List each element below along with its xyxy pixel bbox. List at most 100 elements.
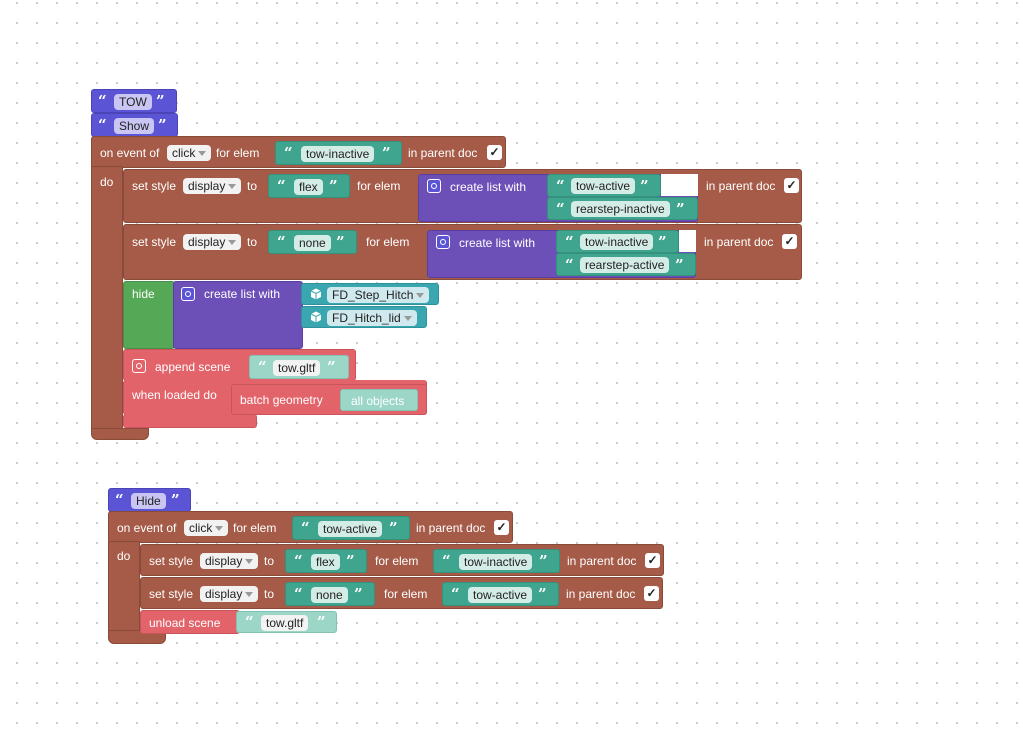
unload-scene-block[interactable] — [140, 610, 240, 634]
gear-icon[interactable] — [436, 235, 450, 249]
string-field[interactable]: tow-inactive — [301, 146, 375, 162]
to-label: to — [247, 235, 258, 249]
text-field-tow[interactable]: TOW — [114, 94, 152, 110]
for-elem-label: for elem — [233, 521, 277, 535]
object-dropdown[interactable]: FD_Step_Hitch — [327, 287, 430, 303]
event-dropdown[interactable]: click — [184, 520, 229, 536]
for-elem-label: for elem — [384, 587, 428, 601]
string-block-value[interactable]: “ none ” — [268, 230, 357, 254]
text-block-tow[interactable]: “ TOW ” — [91, 89, 177, 113]
string-block-file[interactable]: “ tow.gltf ” — [236, 611, 337, 633]
in-parent-doc-label: in parent doc — [567, 554, 637, 568]
object-block[interactable]: FD_Step_Hitch — [301, 283, 439, 305]
quote-open-icon: “ — [565, 256, 574, 274]
all-objects-label: all objects — [351, 394, 405, 408]
event-block-foot — [91, 428, 149, 440]
string-block-elem[interactable]: “ tow-inactive ” — [275, 141, 402, 165]
object-dropdown[interactable]: FD_Hitch_lid — [327, 310, 417, 326]
quote-open-icon: “ — [556, 200, 565, 218]
list-item-block[interactable]: “ tow-inactive ” — [556, 230, 679, 253]
string-block-elem[interactable]: “ tow-active ” — [292, 516, 410, 540]
for-elem-label: for elem — [375, 554, 419, 568]
list-item-block[interactable]: “ rearstep-inactive ” — [547, 197, 698, 220]
to-label: to — [264, 587, 275, 601]
cube-icon — [310, 288, 322, 300]
quote-open-icon: “ — [294, 552, 303, 570]
gear-icon[interactable] — [132, 359, 146, 373]
quote-open-icon: “ — [277, 177, 286, 195]
string-field[interactable]: tow-active — [468, 587, 533, 603]
quote-open-icon: “ — [98, 116, 107, 134]
create-list-label: create list with — [450, 180, 527, 194]
set-style-label: set style — [149, 554, 194, 568]
hide-block[interactable] — [123, 281, 175, 349]
all-objects-block[interactable]: all objects — [340, 389, 418, 411]
gear-icon[interactable] — [181, 287, 195, 301]
string-field[interactable]: none — [294, 235, 331, 251]
quote-close-icon: ” — [336, 233, 345, 251]
checkbox-icon[interactable]: ✓ — [494, 520, 509, 535]
string-field[interactable]: tow-active — [318, 521, 383, 537]
string-block-elem[interactable]: “ tow-active ” — [442, 582, 559, 606]
append-scene-foot — [123, 414, 257, 428]
string-block-value[interactable]: “ flex ” — [285, 549, 367, 573]
quote-close-icon: ” — [675, 256, 684, 274]
style-prop-dropdown[interactable]: display — [200, 553, 259, 569]
string-field[interactable]: rearstep-active — [580, 257, 670, 273]
when-loaded-label: when loaded do — [132, 388, 217, 402]
string-block-file[interactable]: “ tow.gltf ” — [249, 355, 349, 379]
quote-open-icon: “ — [277, 233, 286, 251]
string-field[interactable]: flex — [294, 179, 323, 195]
quote-close-icon: ” — [389, 519, 398, 537]
list-item-block[interactable]: “ tow-active ” — [547, 174, 661, 197]
create-list-label: create list with — [459, 236, 536, 250]
text-block-show[interactable]: “ Show ” — [91, 113, 178, 137]
string-field[interactable]: tow-active — [571, 178, 636, 194]
string-field[interactable]: tow-inactive — [459, 554, 533, 570]
quote-open-icon: “ — [284, 144, 293, 162]
string-block-value[interactable]: “ flex ” — [268, 174, 350, 198]
input-slot — [679, 230, 696, 252]
string-field[interactable]: rearstep-inactive — [571, 201, 670, 217]
event-dropdown[interactable]: click — [167, 145, 212, 161]
on-event-label: on event of — [100, 146, 160, 160]
set-style-label: set style — [132, 179, 177, 193]
string-field[interactable]: flex — [311, 554, 340, 570]
quote-close-icon: ” — [382, 144, 391, 162]
checkbox-icon[interactable]: ✓ — [644, 586, 659, 601]
do-label: do — [100, 175, 114, 189]
quote-open-icon: “ — [245, 613, 254, 631]
unload-scene-label: unload scene — [149, 616, 221, 630]
quote-open-icon: “ — [115, 491, 124, 509]
text-field-hide[interactable]: Hide — [131, 493, 166, 509]
quote-open-icon: “ — [565, 233, 574, 251]
quote-open-icon: “ — [556, 177, 565, 195]
quote-close-icon: ” — [640, 177, 649, 195]
string-field[interactable]: none — [311, 587, 348, 603]
to-label: to — [247, 179, 258, 193]
style-prop-dropdown[interactable]: display — [183, 178, 242, 194]
style-prop-dropdown[interactable]: display — [183, 234, 242, 250]
string-block-elem[interactable]: “ tow-inactive ” — [433, 549, 560, 573]
quote-open-icon: “ — [442, 552, 451, 570]
checkbox-icon[interactable]: ✓ — [784, 178, 799, 193]
set-style-label: set style — [132, 235, 177, 249]
checkbox-icon[interactable]: ✓ — [645, 553, 660, 568]
string-block-value[interactable]: “ none ” — [285, 582, 375, 606]
checkbox-icon[interactable]: ✓ — [487, 145, 502, 160]
list-item-block[interactable]: “ rearstep-active ” — [556, 253, 696, 276]
checkbox-icon[interactable]: ✓ — [782, 234, 797, 249]
quote-close-icon: ” — [658, 233, 667, 251]
text-field-show[interactable]: Show — [114, 118, 155, 134]
style-prop-dropdown[interactable]: display — [200, 586, 259, 602]
gear-icon[interactable] — [427, 179, 441, 193]
quote-close-icon: ” — [346, 552, 355, 570]
set-style-label: set style — [149, 587, 194, 601]
string-field[interactable]: tow-inactive — [580, 234, 654, 250]
quote-close-icon: ” — [354, 585, 363, 603]
text-block-hide[interactable]: “ Hide ” — [108, 488, 191, 512]
string-field[interactable]: tow.gltf — [273, 360, 321, 376]
string-field[interactable]: tow.gltf — [261, 615, 309, 631]
in-parent-doc-label: in parent doc — [566, 587, 636, 601]
object-block[interactable]: FD_Hitch_lid — [301, 306, 427, 328]
